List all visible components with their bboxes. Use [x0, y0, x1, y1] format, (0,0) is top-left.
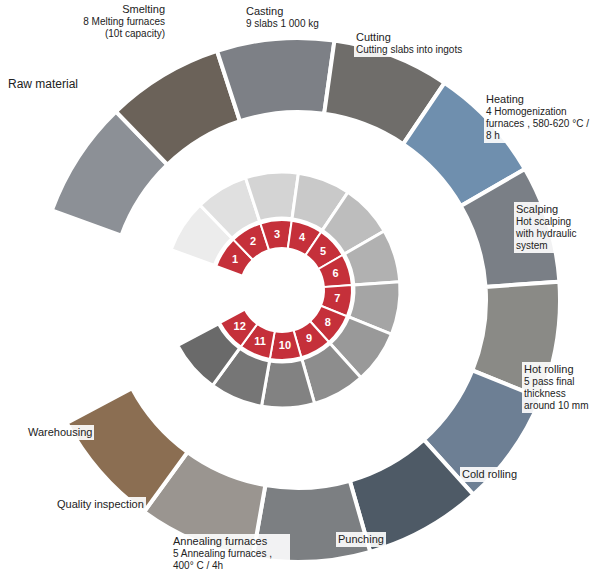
stage-label: Warehousing: [26, 425, 94, 440]
photo-wedge-shape: [67, 388, 188, 512]
photo-wedge: [66, 388, 188, 512]
stage-heading: Cold rolling: [462, 468, 517, 481]
stage-heading: Warehousing: [28, 426, 92, 439]
stage-heading: Smelting: [70, 3, 165, 16]
step-number: 8: [325, 317, 331, 328]
stage-label: Quality inspection: [55, 497, 146, 512]
number-wedge-shape: [318, 255, 351, 287]
stage-heading: Heating: [486, 93, 590, 106]
photo-wedge: [217, 38, 335, 122]
stage-heading: Punching: [338, 533, 384, 546]
stage-heading: Casting: [246, 5, 319, 18]
step-number: 6: [332, 268, 338, 279]
stage-heading: Cutting: [356, 31, 462, 44]
callout-number: 9: [306, 333, 312, 344]
stage-label: Hot rolling5 pass final thickness around…: [522, 362, 592, 413]
stage-heading: Quality inspection: [57, 498, 144, 511]
callout-number: 1: [232, 254, 238, 265]
step-number: 11: [254, 336, 266, 347]
stage-heading: Scalping: [516, 203, 590, 216]
stage-detail: Cutting slabs into ingots: [356, 44, 462, 56]
stage-label: CuttingCutting slabs into ingots: [354, 30, 464, 57]
process-photo-segment: ScalpingHot scalping with hydraulic syst…: [460, 169, 560, 287]
gray-ring-segment: [246, 172, 299, 222]
stage-detail: 5 pass final thickness around 10 mm: [524, 376, 590, 412]
process-photo-segment: Casting9 slabs 1 000 kg: [217, 38, 335, 122]
step-number: 12: [234, 321, 246, 332]
callout-number: 11: [254, 336, 266, 347]
stage-label: Annealing furnaces5 Annealing furnaces ,…: [171, 534, 290, 573]
gray-ring-segment: [344, 231, 399, 285]
step-number: 3: [274, 229, 280, 240]
step-number-segment: 6: [318, 255, 352, 288]
callout-number: 8: [325, 317, 331, 328]
step-number: 2: [250, 236, 256, 247]
photo-wedge-shape: [217, 38, 334, 121]
process-photo-segment: Annealing furnaces5 Annealing furnaces ,…: [252, 480, 371, 562]
callout-number: 12: [234, 321, 246, 332]
stage-detail: 4 Homogenization furnaces , 580-620 °C /…: [486, 106, 590, 142]
step-number-segment: 12: [220, 309, 258, 347]
stage-label: Raw material: [6, 76, 80, 92]
number-wedge-shape: [220, 310, 257, 347]
callout-number: 7: [334, 293, 340, 304]
stage-label: Heating4 Homogenization furnaces , 580-6…: [484, 92, 592, 143]
step-number: 1: [232, 254, 238, 265]
step-number: 5: [320, 246, 326, 257]
number-wedge-shape: [260, 220, 291, 250]
step-number: 10: [279, 340, 291, 351]
stage-detail: Hot scalping with hydraulic system: [516, 216, 590, 252]
callout-number: 2: [250, 236, 256, 247]
process-photo-segment: Punching: [349, 439, 474, 552]
stage-label: ScalpingHot scalping with hydraulic syst…: [514, 202, 592, 253]
stage-detail: 5 Annealing furnaces , 400° C / 4h: [173, 548, 288, 572]
process-photo-segment: Warehousing: [66, 388, 188, 512]
callout-number: 5: [320, 246, 326, 257]
stage-heading: Hot rolling: [524, 363, 590, 376]
stage-detail: 8 Melting furnaces (10t capacity): [70, 16, 165, 40]
callout-number: 3: [274, 229, 280, 240]
callout-number: 4: [299, 232, 305, 243]
stage-heading: Raw material: [8, 77, 78, 91]
step-number: 9: [306, 333, 312, 344]
step-number: 7: [334, 293, 340, 304]
step-number: 4: [299, 232, 305, 243]
stage-label: Cold rolling: [460, 467, 519, 482]
stage-heading: Annealing furnaces: [173, 535, 288, 548]
stage-label: Casting9 slabs 1 000 kg: [244, 4, 321, 31]
stage-label: Punching: [336, 532, 386, 547]
callout-number: 10: [279, 340, 291, 351]
stage-label: Smelting8 Melting furnaces (10t capacity…: [68, 2, 167, 41]
callout-number: 6: [332, 268, 338, 279]
stage-detail: 9 slabs 1 000 kg: [246, 18, 319, 30]
